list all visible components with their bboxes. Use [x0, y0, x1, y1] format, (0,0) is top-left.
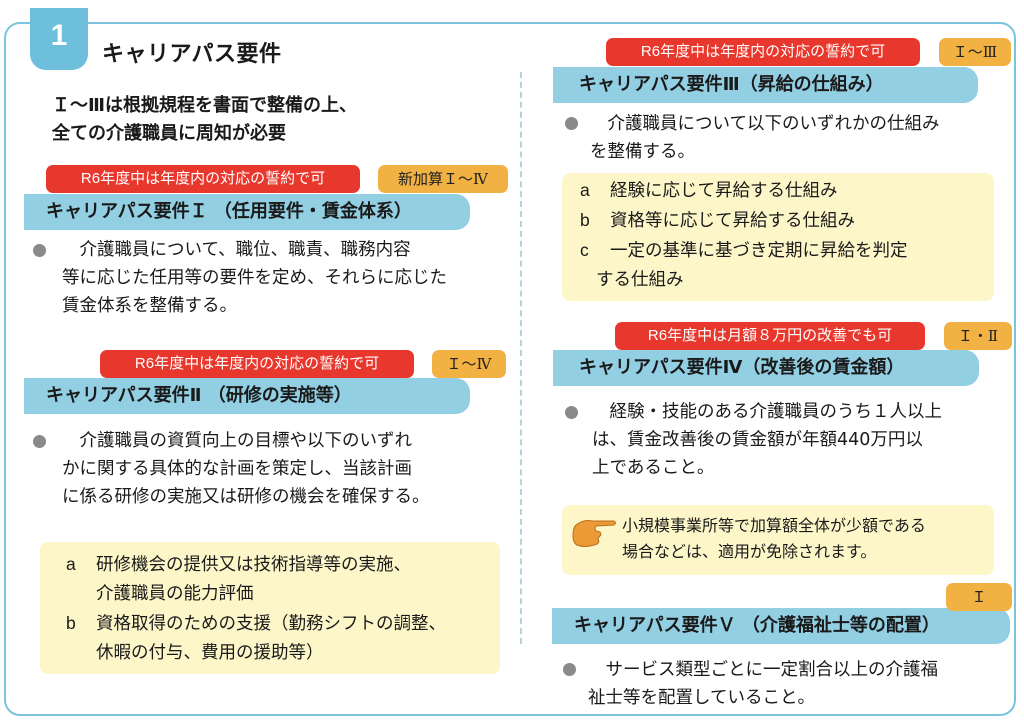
requirement-4-heading: キャリアパス要件Ⅳ（改善後の賃金額）	[553, 350, 979, 386]
requirement-1-red-tag: R6年度中は年度内の対応の誓約で可	[46, 165, 360, 193]
requirement-2-orange-tag: Ｉ～Ⅳ	[432, 350, 506, 378]
requirement-1-body: 介護職員について、職位、職責、職務内容 等に応じた任用等の要件を定め、それらに応…	[62, 240, 447, 316]
column-divider	[520, 72, 522, 644]
requirement-3-heading: キャリアパス要件Ⅲ（昇給の仕組み）	[553, 67, 978, 103]
requirement-4-note-box	[562, 505, 994, 575]
requirement-2-heading: キャリアパス要件Ⅱ （研修の実施等）	[24, 378, 470, 414]
requirement-4-body: 経験・技能のある介護職員のうち１人以上 は、賃金改善後の賃金額が年額440万円以…	[592, 402, 942, 478]
requirement-4-red-tag: R6年度中は月額８万円の改善でも可	[615, 322, 925, 350]
requirement-2-red-tag: R6年度中は年度内の対応の誓約で可	[100, 350, 414, 378]
section-frame	[4, 22, 1016, 716]
bullet-icon	[33, 244, 46, 257]
requirement-4-orange-tag: Ｉ・Ⅱ	[944, 322, 1012, 350]
requirement-3-orange-tag: Ｉ～Ⅲ	[939, 38, 1011, 66]
section-number-tab: 1	[30, 8, 88, 70]
requirement-3-body: 介護職員について以下のいずれかの仕組み を整備する。	[590, 114, 940, 162]
pointing-hand-icon	[572, 520, 616, 547]
lead-text: Ｉ～Ⅲは根拠規程を書面で整備の上、 全ての介護職員に周知が必要	[52, 95, 358, 144]
requirement-1-heading: キャリアパス要件Ｉ （任用要件・賃金体系）	[24, 194, 470, 230]
bullet-icon	[565, 406, 578, 419]
bullet-icon	[565, 117, 578, 130]
requirement-4-note: 小規模事業所等で加算額全体が少額である 場合などは、適用が免除されます。	[622, 516, 926, 561]
bullet-icon	[33, 435, 46, 448]
requirement-5-orange-tag: Ｉ	[946, 583, 1012, 611]
requirement-1-orange-tag: 新加算Ｉ～Ⅳ	[378, 165, 508, 193]
requirement-2-body: 介護職員の資質向上の目標や以下のいずれ かに関する具体的な計画を策定し、当該計画…	[62, 431, 430, 507]
requirement-3-red-tag: R6年度中は年度内の対応の誓約で可	[606, 38, 920, 66]
bullet-icon	[563, 663, 576, 676]
requirement-5-heading: キャリアパス要件Ｖ （介護福祉士等の配置）	[552, 608, 1010, 644]
requirement-5-body: サービス類型ごとに一定割合以上の介護福 祉士等を配置していること。	[588, 660, 938, 708]
section-title: キャリアパス要件	[102, 42, 282, 67]
